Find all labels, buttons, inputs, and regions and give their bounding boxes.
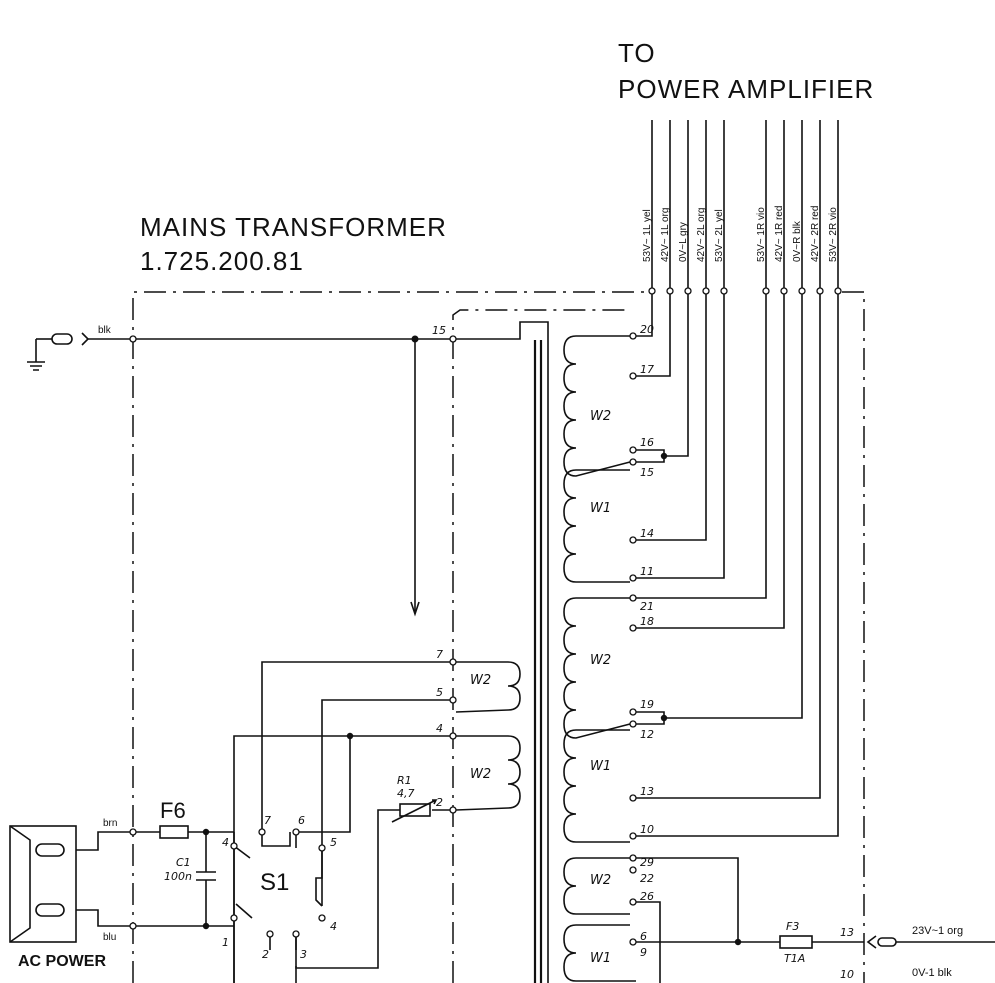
switch-s1 [230, 828, 326, 983]
secondary-coils [563, 335, 636, 982]
switch-pin-3: 3 [300, 948, 307, 961]
to-title-line1: TO [618, 38, 656, 68]
pin-15: 15 [640, 466, 654, 479]
pin-15-primary: 15 [432, 324, 446, 337]
aux-output-23v: 23V~1 org [912, 925, 963, 937]
wire-label-42v-1r: 42V~ 1R red [774, 206, 785, 262]
switch-pin-4-right: 4 [330, 920, 337, 933]
output-wire-bundle [648, 120, 842, 295]
ground-wire-color: blk [98, 325, 112, 336]
winding-label-w1-b: W1 [590, 759, 611, 774]
pin-10: 10 [640, 823, 654, 836]
wire-label-53v-1r: 53V~ 1R vio [756, 207, 767, 262]
transformer-title: MAINS TRANSFORMER [140, 212, 447, 242]
wire-label-53v-2l: 53V~ 2L yel [714, 209, 725, 262]
wire-label-0v-r: 0V~R blk [792, 220, 803, 262]
ac-power-connector [9, 825, 137, 943]
capacitor-value: 100n [164, 870, 192, 883]
winding-label-w1-a: W1 [590, 501, 611, 516]
switch-pin-4-left: 4 [222, 836, 229, 849]
pin-29: 29 [640, 856, 654, 869]
winding-label-primary-b: W2 [470, 767, 491, 782]
pin-13: 13 [640, 785, 654, 798]
wire-label-42v-2l: 42V~ 2L org [696, 208, 707, 262]
line-wire-color: brn [103, 818, 117, 829]
switch-pin-7: 7 [264, 814, 271, 827]
transformer-part-number: 1.725.200.81 [140, 246, 304, 276]
winding-label-w1-c: W1 [590, 951, 611, 966]
pin-20: 20 [640, 323, 654, 336]
ac-power-label: AC POWER [18, 953, 106, 970]
resistor-value: 4,7 [397, 787, 415, 800]
switch-label: S1 [260, 869, 289, 896]
pin-17: 17 [640, 363, 654, 376]
ground-connection [27, 321, 549, 983]
capacitor-name: C1 [176, 856, 191, 869]
fuse-f3-name: F3 [786, 920, 799, 933]
aux-pin-13: 13 [840, 926, 854, 939]
fuse-f3 [779, 935, 995, 949]
wire-label-0v-l: 0V~L gry [678, 222, 689, 262]
primary-coils [449, 658, 521, 814]
switch-pin-2: 2 [262, 948, 269, 961]
secondary-taps [629, 294, 839, 983]
capacitor-c1 [136, 832, 234, 930]
wire-label-42v-2r: 42V~ 2R red [810, 206, 821, 262]
pin-19: 19 [640, 698, 654, 711]
switch-pin-6: 6 [298, 814, 305, 827]
transformer-core [533, 340, 543, 983]
pin-11: 11 [640, 565, 654, 578]
wire-label-42v-1l: 42V~ 1L org [660, 208, 671, 262]
switch-pin-1: 1 [222, 936, 229, 949]
aux-pin-10: 10 [840, 968, 854, 981]
winding-label-w2-a: W2 [590, 409, 611, 424]
fuse-f6 [136, 825, 234, 839]
pin-5-primary: 5 [436, 686, 443, 699]
pin-2-primary: 2 [436, 796, 443, 809]
pin-4-primary: 4 [436, 722, 443, 735]
pin-14: 14 [640, 527, 654, 540]
pin-22: 22 [640, 872, 654, 885]
fuse-f3-value: T1A [784, 952, 805, 965]
winding-label-primary-a: W2 [470, 673, 491, 688]
resistor-name: R1 [397, 774, 412, 787]
pin-26: 26 [640, 890, 654, 903]
fuse-f6-label: F6 [160, 798, 186, 823]
wire-label-53v-1l: 53V~ 1L yel [642, 209, 653, 262]
pin-9: 9 [640, 946, 647, 959]
to-title-line2: POWER AMPLIFIER [618, 74, 874, 104]
aux-output-0v: 0V-1 blk [912, 967, 952, 979]
pin-7-primary: 7 [436, 648, 443, 661]
pin-16: 16 [640, 436, 654, 449]
transformer-enclosure [132, 291, 865, 983]
pin-18: 18 [640, 615, 654, 628]
switch-pin-5: 5 [330, 836, 337, 849]
winding-label-w2-c: W2 [590, 873, 611, 888]
pin-12: 12 [640, 728, 654, 741]
neutral-wire-color: blu [103, 932, 116, 943]
wire-label-53v-2r: 53V~ 2R vio [828, 207, 839, 262]
pin-6: 6 [640, 930, 647, 943]
pin-21: 21 [640, 600, 654, 613]
winding-label-w2-b: W2 [590, 653, 611, 668]
